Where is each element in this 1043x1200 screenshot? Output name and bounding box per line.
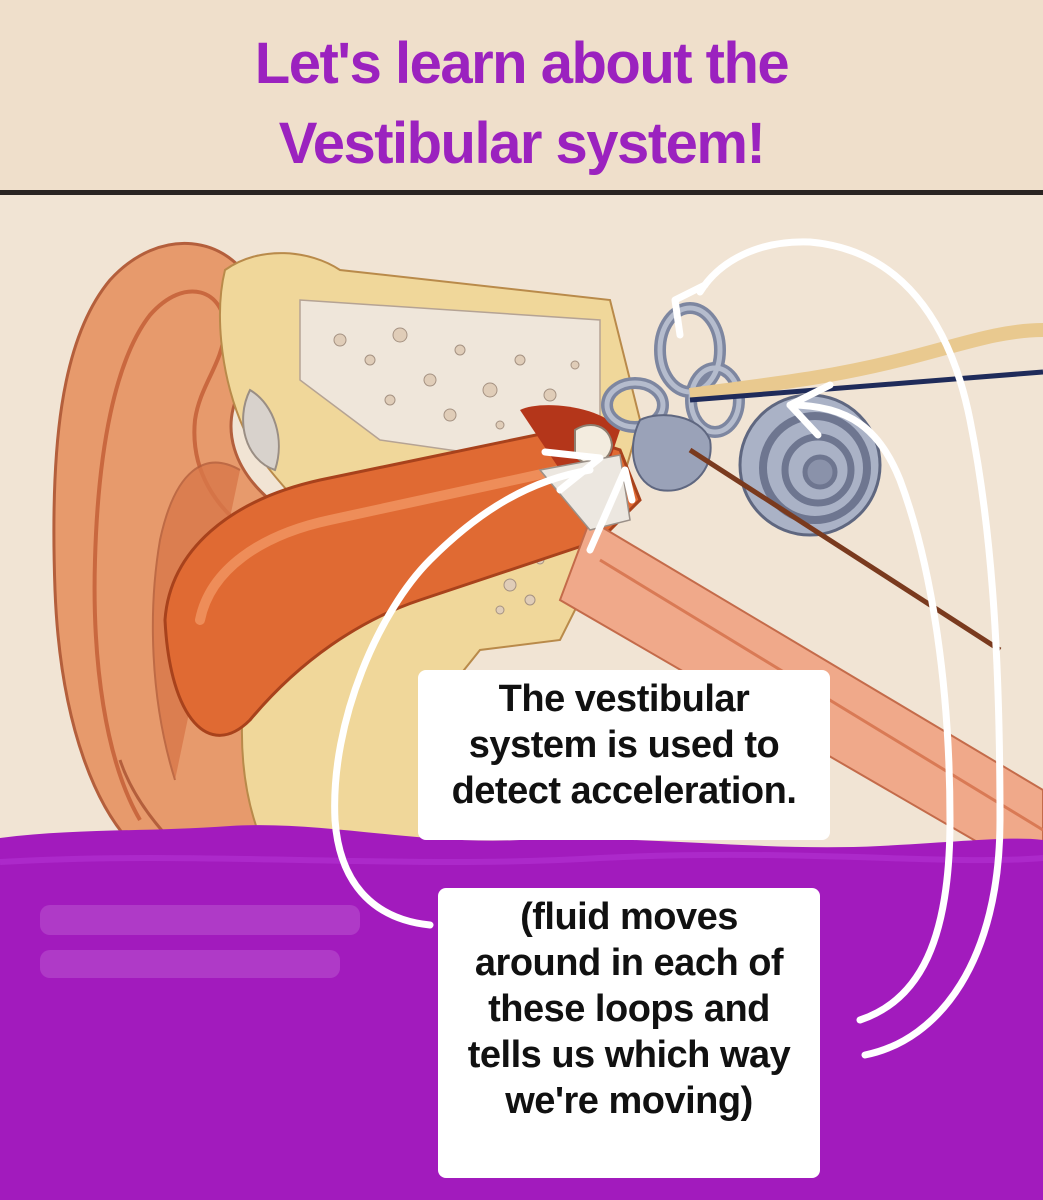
pinna-fold bbox=[92, 289, 262, 822]
callout-secondary-line: these loops and bbox=[488, 988, 770, 1030]
overlay-stroke bbox=[0, 851, 1043, 865]
top-paper bbox=[0, 0, 1043, 195]
callout-secondary-line: we're moving) bbox=[505, 1080, 753, 1122]
annotation-arrows bbox=[331, 238, 1004, 1059]
cartilage-notch bbox=[242, 388, 280, 472]
arrow-head-top bbox=[671, 281, 709, 339]
brown-nerve-line bbox=[688, 447, 1002, 653]
callout-primary-line: The vestibular bbox=[498, 678, 750, 720]
callout-secondary-line: (fluid moves bbox=[520, 896, 738, 938]
callout-secondary: (fluid moves around in each of these loo… bbox=[438, 888, 820, 1178]
ear-canal bbox=[163, 428, 642, 737]
callout-primary: The vestibular system is used to detect … bbox=[418, 670, 830, 840]
arrow-loop-left bbox=[331, 466, 594, 929]
arrow-head-short bbox=[586, 466, 636, 554]
callout-primary-line: system is used to bbox=[468, 724, 780, 766]
arrow-loop-inner bbox=[786, 401, 954, 1024]
arrow-head-right bbox=[786, 381, 834, 439]
faded-text-smudge bbox=[40, 905, 360, 978]
callout-secondary-line: around in each of bbox=[474, 942, 784, 984]
title-line-2: Vestibular system! bbox=[278, 111, 766, 176]
canal-highlight bbox=[195, 465, 565, 625]
cochlea bbox=[738, 393, 882, 537]
arrow-loop-outer bbox=[696, 238, 1004, 1059]
title-line-1: Let's learn about the bbox=[254, 31, 790, 96]
divider-line bbox=[0, 190, 1043, 195]
vestibular-nerve bbox=[689, 323, 1043, 402]
callout-primary-line: detect acceleration. bbox=[451, 770, 797, 812]
blue-nerve-line bbox=[689, 369, 1043, 403]
callout-secondary-line: tells us which way bbox=[467, 1034, 791, 1076]
vestibule bbox=[631, 414, 712, 492]
arrow-head-left bbox=[541, 448, 604, 494]
